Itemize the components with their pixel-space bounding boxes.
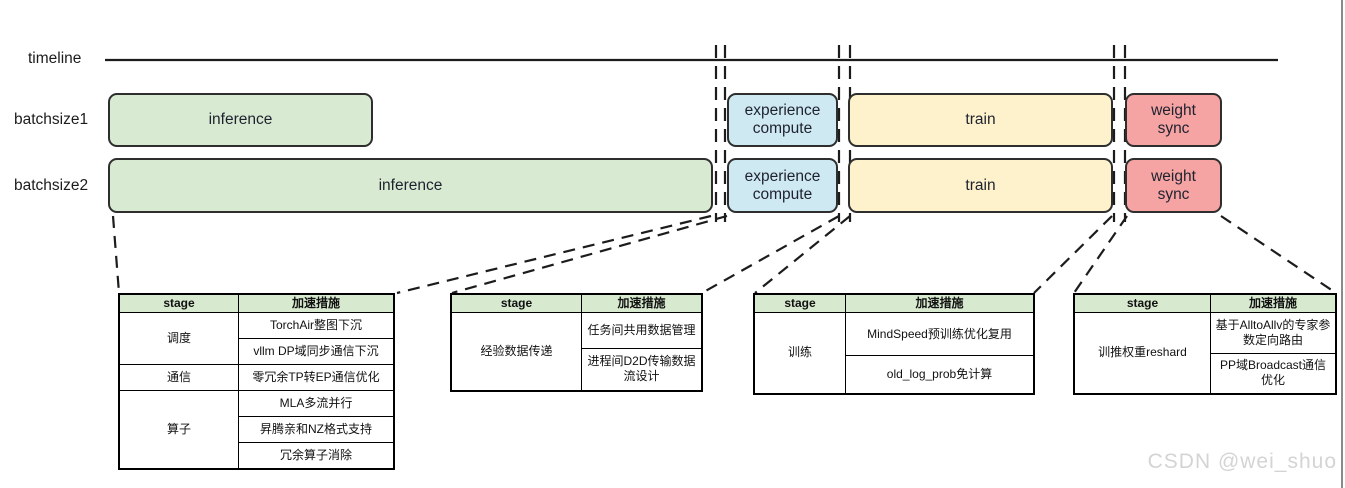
table-row: PP域Broadcast通信优化 bbox=[1074, 353, 1337, 394]
table-header-cell: 加速措施 bbox=[1210, 293, 1337, 313]
stage-cell: 训练 bbox=[753, 312, 846, 394]
table-connector-dashed-line bbox=[1073, 215, 1128, 294]
table-header-cell: stage bbox=[118, 293, 239, 313]
stage-box-experience-compute-batchsize2: experience compute bbox=[727, 158, 838, 213]
measure-cell: old_log_prob免计算 bbox=[845, 355, 1035, 394]
stage-cell: 通信 bbox=[118, 364, 239, 391]
csdn-watermark: CSDN @wei_shuo bbox=[1147, 450, 1337, 473]
measure-cell: 冗余算子消除 bbox=[238, 442, 395, 469]
measure-cell: 零冗余TP转EP通信优化 bbox=[238, 364, 395, 391]
table-row: 昇腾亲和NZ格式支持 bbox=[119, 416, 395, 443]
stage-box-weight-sync-batchsize2: weight sync bbox=[1125, 158, 1222, 213]
table-header-cell: 加速措施 bbox=[581, 293, 703, 313]
table-row: 通信零冗余TP转EP通信优化 bbox=[118, 364, 395, 391]
page-right-border bbox=[1341, 0, 1343, 488]
measure-cell: PP域Broadcast通信优化 bbox=[1210, 353, 1337, 394]
stage-box-inference-batchsize1: inference bbox=[108, 93, 373, 147]
measure-cell: MindSpeed预训练优化复用 bbox=[845, 312, 1035, 356]
stage-box-label: inference bbox=[378, 176, 443, 194]
table-row: old_log_prob免计算 bbox=[754, 355, 1035, 394]
stage-box-label: experience compute bbox=[744, 102, 821, 137]
stage-box-label: inference bbox=[208, 111, 273, 129]
table-header-cell: 加速措施 bbox=[845, 293, 1035, 313]
table-header-cell: stage bbox=[450, 293, 582, 313]
row-label-batchsize1: batchsize1 bbox=[14, 111, 89, 128]
measure-cell: MLA多流并行 bbox=[238, 390, 395, 417]
measure-cell: 基于AlltoAllv的专家参数定向路由 bbox=[1210, 312, 1337, 354]
table-row: 经验数据传递任务间共用数据管理 bbox=[450, 312, 703, 391]
stage-box-weight-sync-batchsize1: weight sync bbox=[1125, 93, 1222, 147]
timeline-label: timeline bbox=[28, 50, 82, 67]
row-label-batchsize2: batchsize2 bbox=[14, 177, 89, 194]
stage-cell: 经验数据传递 bbox=[450, 312, 582, 391]
stage-cell: 算子 bbox=[118, 390, 239, 469]
stage-box-train-batchsize2: train bbox=[848, 158, 1113, 213]
table-connector-dashed-line bbox=[1220, 215, 1337, 294]
stage-box-label: experience compute bbox=[744, 167, 821, 203]
table-row: 进程间D2D传输数据流设计 bbox=[451, 348, 703, 391]
stage-box-label: weight sync bbox=[1151, 167, 1196, 203]
measure-cell: 任务间共用数据管理 bbox=[581, 312, 703, 349]
stage-cell: 调度 bbox=[118, 312, 239, 365]
stage-box-inference-batchsize2: inference bbox=[108, 158, 713, 213]
table-header-cell: 加速措施 bbox=[238, 293, 395, 313]
table-connector-dashed-line bbox=[1033, 215, 1113, 294]
measure-cell: 昇腾亲和NZ格式支持 bbox=[238, 416, 395, 443]
table-header-cell: stage bbox=[1073, 293, 1211, 313]
stage-box-label: train bbox=[965, 111, 996, 129]
stage-box-train-batchsize1: train bbox=[848, 93, 1113, 147]
measure-cell: vllm DP域同步通信下沉 bbox=[238, 338, 395, 365]
table-connector-dashed-line bbox=[754, 215, 851, 294]
table-connector-dashed-line bbox=[701, 215, 840, 294]
table-connector-dashed-line bbox=[111, 215, 121, 294]
table-row: 冗余算子消除 bbox=[119, 442, 395, 469]
table-header-cell: stage bbox=[753, 293, 846, 313]
stage-box-label: train bbox=[965, 176, 996, 194]
measure-cell: 进程间D2D传输数据流设计 bbox=[581, 348, 703, 391]
stage-cell: 训推权重reshard bbox=[1073, 312, 1211, 394]
stage-box-experience-compute-batchsize1: experience compute bbox=[727, 93, 838, 147]
stage-box-label: weight sync bbox=[1151, 102, 1196, 137]
table-connector-dashed-line bbox=[396, 214, 712, 295]
measure-cell: TorchAir整图下沉 bbox=[238, 312, 395, 339]
table-connector-dashed-line bbox=[451, 214, 728, 295]
